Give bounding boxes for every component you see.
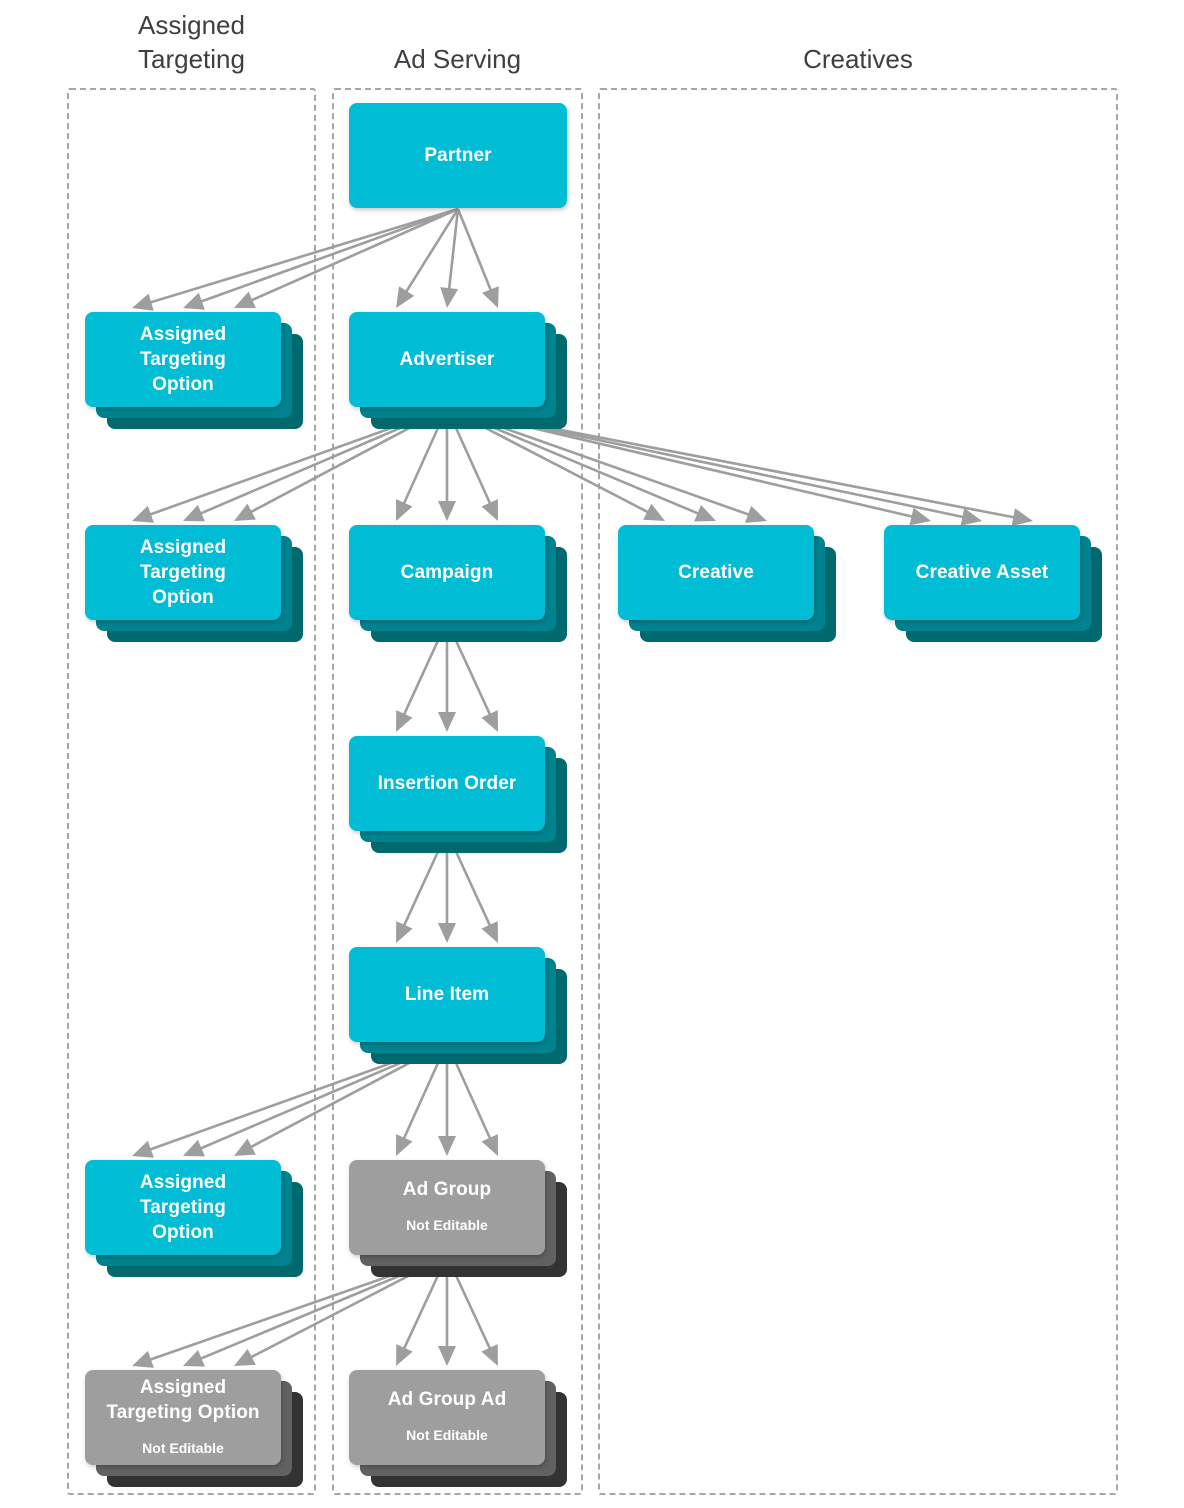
node-campaign[interactable]: Campaign bbox=[349, 525, 567, 642]
node-label: Assigned Targeting Option bbox=[139, 324, 227, 395]
node-label: Ad Group bbox=[402, 1179, 492, 1200]
node-label: Assigned Targeting Option bbox=[139, 537, 227, 608]
column-header-assigned-targeting: Assigned Targeting bbox=[138, 10, 245, 74]
node-card-insertion-order[interactable]: Insertion Order bbox=[349, 736, 545, 831]
column-header-ad-serving: Ad Serving bbox=[393, 44, 522, 74]
node-label: Insertion Order bbox=[377, 773, 517, 794]
node-ad-group-ad[interactable]: Ad Group Ad Not Editable bbox=[349, 1370, 567, 1487]
node-sublabel-not-editable: Not Editable bbox=[406, 1217, 488, 1233]
node-insertion-order[interactable]: Insertion Order bbox=[349, 736, 567, 853]
node-assigned-targeting-option-partner[interactable]: Assigned Targeting Option bbox=[85, 312, 303, 429]
node-card-assigned-targeting-option-advertiser[interactable]: Assigned Targeting Option bbox=[85, 525, 281, 620]
node-card-creative-asset[interactable]: Creative Asset bbox=[884, 525, 1080, 620]
node-advertiser[interactable]: Advertiser bbox=[349, 312, 567, 429]
node-sublabel-not-editable: Not Editable bbox=[142, 1439, 224, 1456]
node-card-assigned-targeting-option-lineitem[interactable]: Assigned Targeting Option bbox=[85, 1160, 281, 1255]
node-creative-asset[interactable]: Creative Asset bbox=[884, 525, 1102, 642]
column-container-creatives bbox=[598, 88, 1118, 1495]
node-label: Assigned Targeting Option bbox=[106, 1376, 260, 1423]
node-label: Line Item bbox=[404, 984, 490, 1005]
node-card-advertiser[interactable]: Advertiser bbox=[349, 312, 545, 407]
node-sublabel-not-editable: Not Editable bbox=[406, 1427, 488, 1443]
node-label: Creative bbox=[678, 562, 754, 583]
node-line-item[interactable]: Line Item bbox=[349, 947, 567, 1064]
node-assigned-targeting-option-lineitem[interactable]: Assigned Targeting Option bbox=[85, 1160, 303, 1277]
node-label: Assigned Targeting Option bbox=[139, 1172, 227, 1243]
column-header-creatives: Creatives bbox=[803, 44, 913, 74]
column-container-assigned-targeting bbox=[67, 88, 316, 1495]
node-card-creative[interactable]: Creative bbox=[618, 525, 814, 620]
node-partner[interactable]: Partner bbox=[349, 103, 567, 208]
node-assigned-targeting-option-advertiser[interactable]: Assigned Targeting Option bbox=[85, 525, 303, 642]
node-label: Campaign bbox=[400, 562, 494, 583]
node-label: Advertiser bbox=[399, 349, 495, 370]
node-label: Partner bbox=[424, 145, 492, 166]
node-creative[interactable]: Creative bbox=[618, 525, 836, 642]
column-container-ad-serving bbox=[332, 88, 583, 1495]
node-label: Ad Group Ad bbox=[387, 1389, 507, 1410]
node-card-assigned-targeting-option-partner[interactable]: Assigned Targeting Option bbox=[85, 312, 281, 407]
node-card-partner[interactable]: Partner bbox=[349, 103, 567, 208]
node-card-line-item[interactable]: Line Item bbox=[349, 947, 545, 1042]
node-card-campaign[interactable]: Campaign bbox=[349, 525, 545, 620]
node-label: Creative Asset bbox=[915, 562, 1049, 583]
node-card-ad-group-ad[interactable]: Ad Group Ad Not Editable bbox=[349, 1370, 545, 1465]
